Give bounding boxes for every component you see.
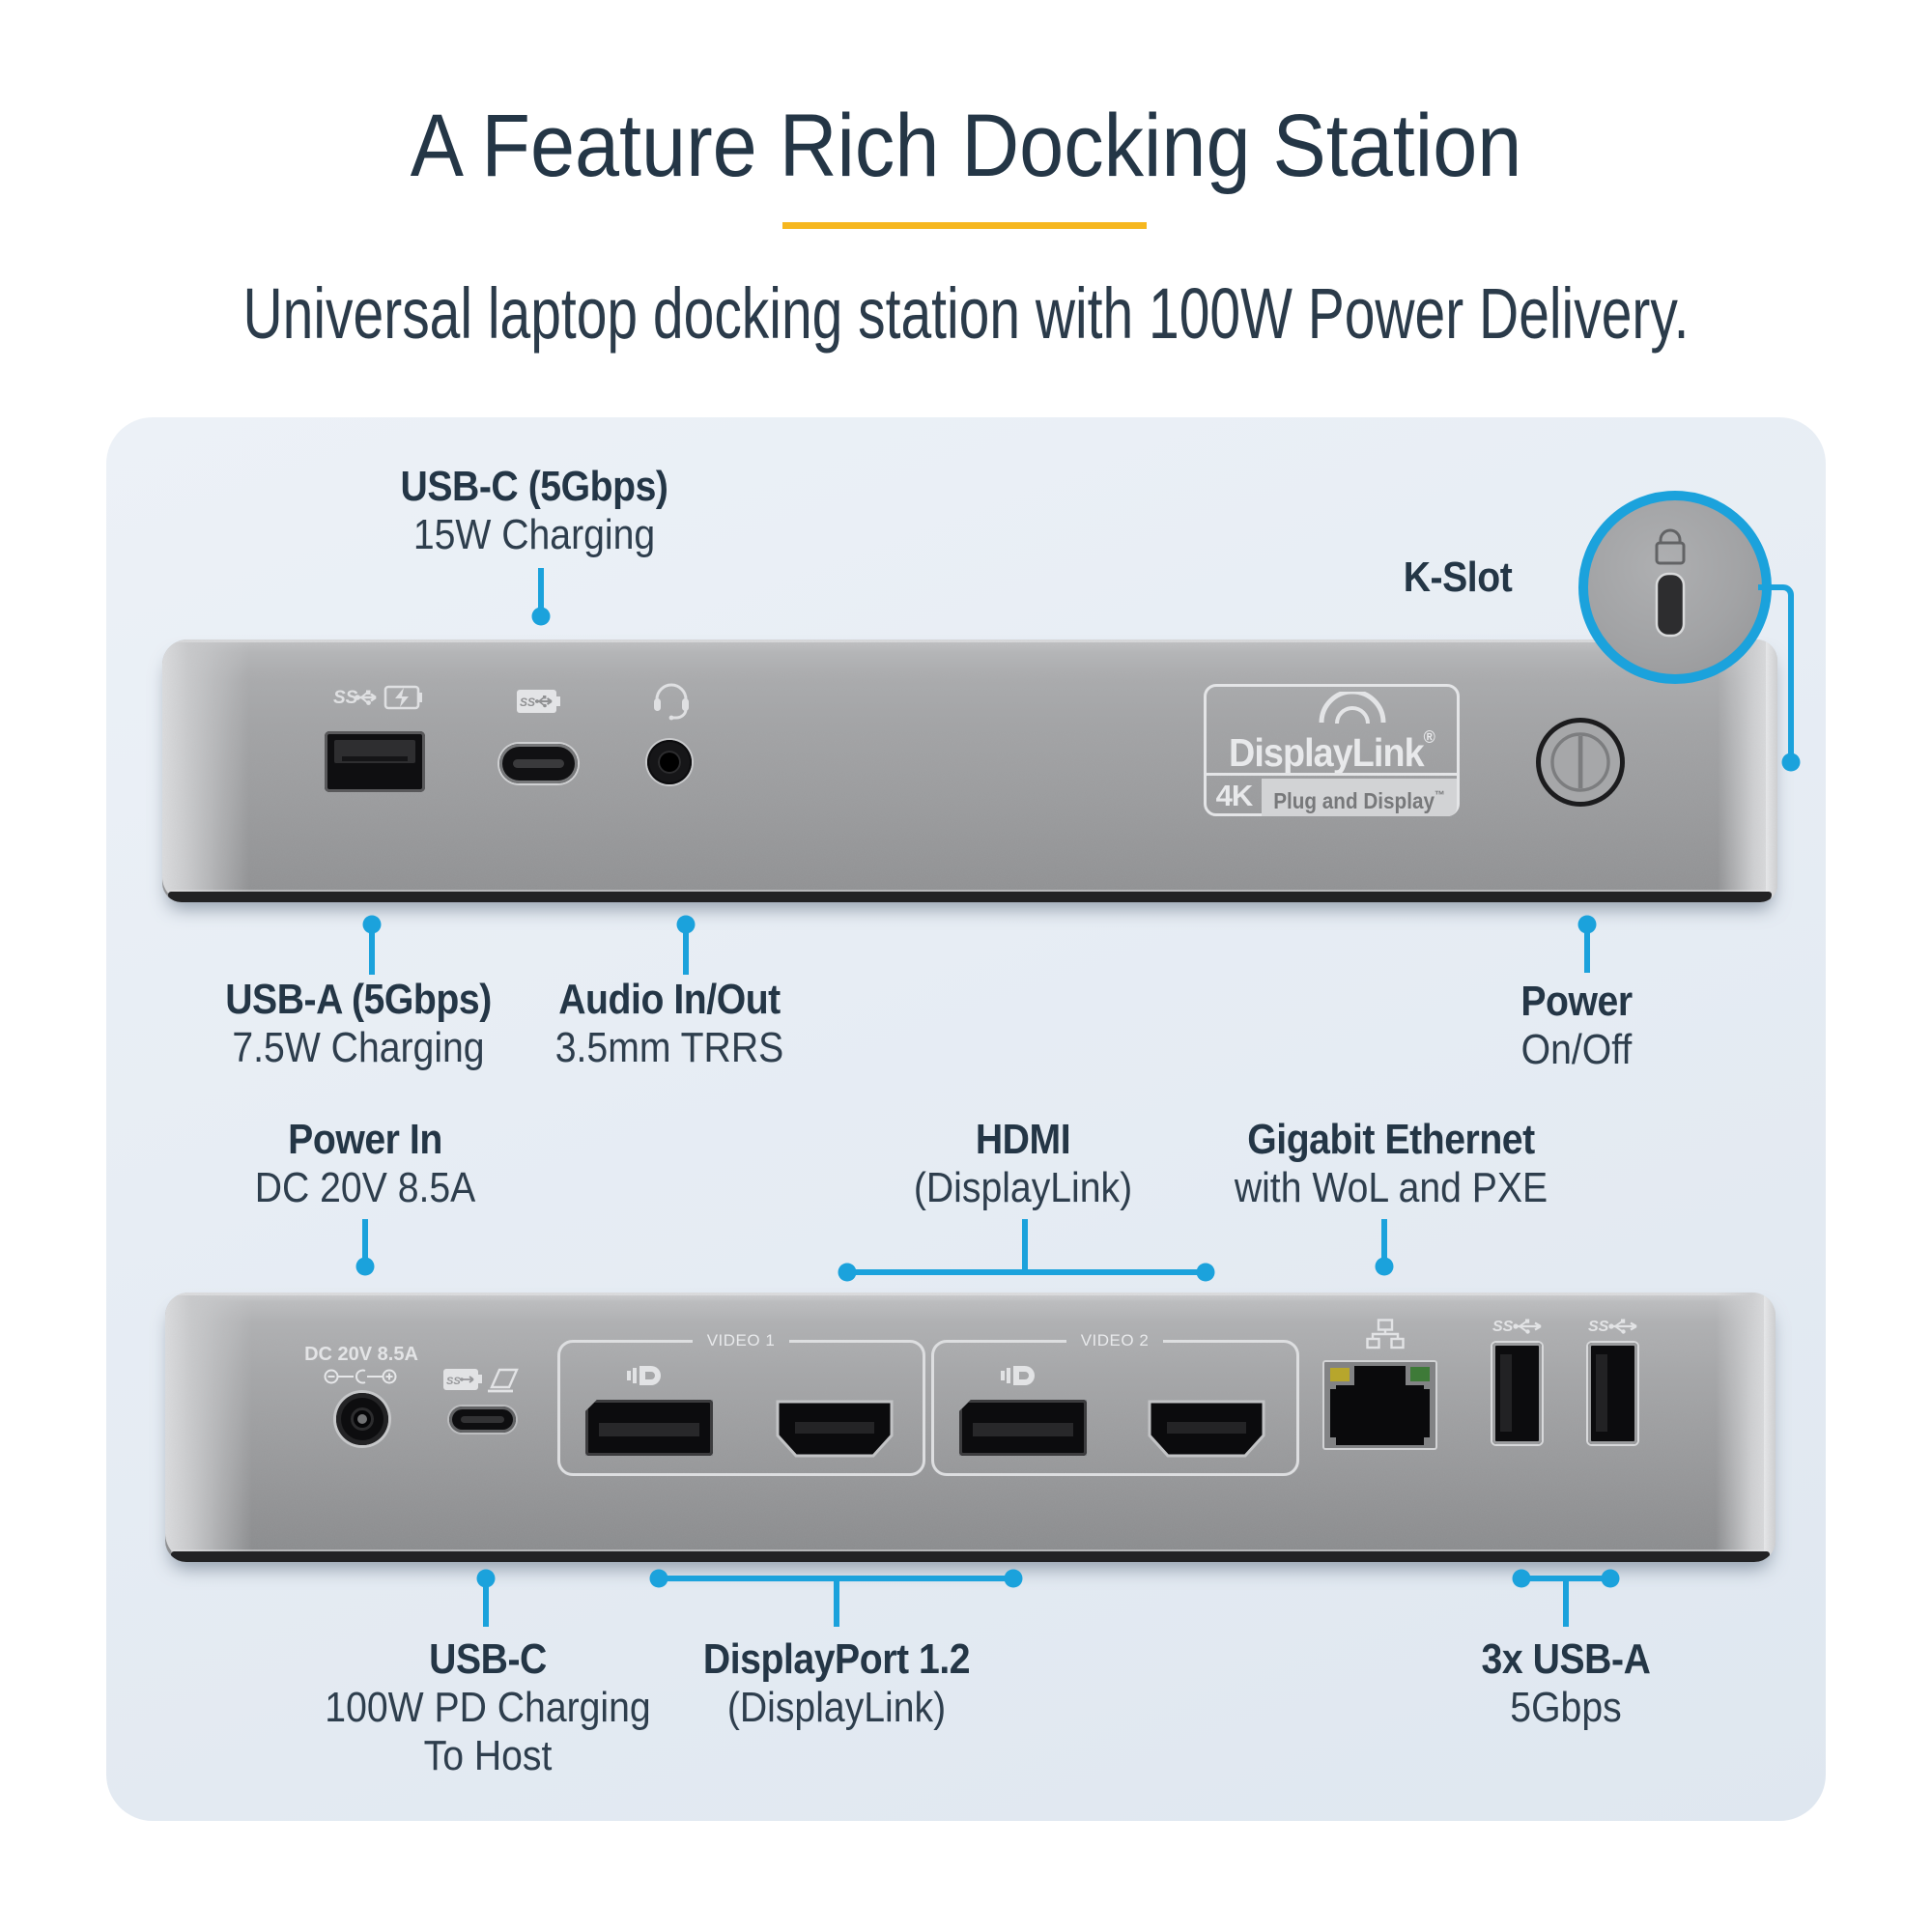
svg-text:SS: SS (520, 696, 535, 709)
svg-text:SS: SS (333, 688, 358, 708)
svg-text:SS: SS (446, 1376, 461, 1387)
svg-text:SS: SS (1588, 1319, 1609, 1335)
svg-text:SS: SS (1492, 1319, 1514, 1335)
